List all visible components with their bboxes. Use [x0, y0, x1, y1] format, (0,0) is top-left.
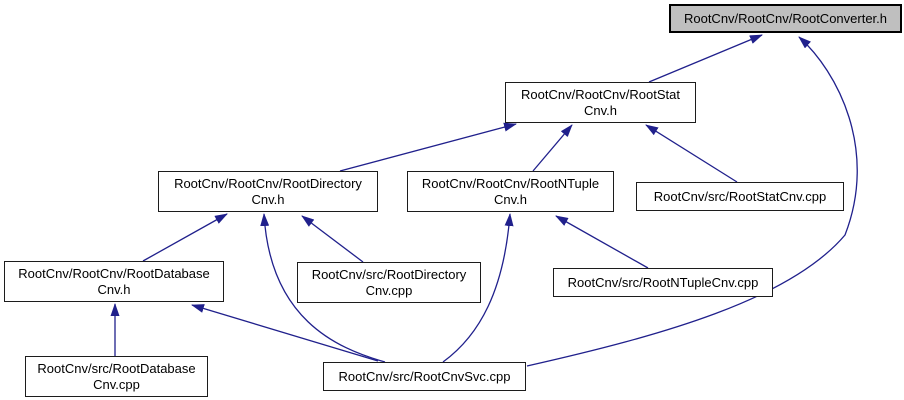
node-rootdirectorycnv-h[interactable]: RootCnv/RootCnv/RootDirectory Cnv.h	[158, 171, 378, 212]
edge-rootntuple-to-rootstat	[532, 124, 573, 172]
node-rootstatcnv-cpp[interactable]: RootCnv/src/RootStatCnv.cpp	[636, 182, 844, 211]
edge-rootdirectory-to-rootstat	[339, 122, 517, 172]
node-rootstatcnv-h[interactable]: RootCnv/RootCnv/RootStat Cnv.h	[505, 82, 696, 123]
edge-rootstatcnv-to-rootstat	[645, 124, 738, 183]
edge-rootcnvsvc-to-rootntuple	[442, 213, 514, 363]
edge-rootcnvsvc-to-rootdatabase	[191, 304, 379, 362]
edge-rootntuplecnv-to-rootntuple	[555, 215, 649, 269]
edge-rootcnvsvc-to-converter	[526, 36, 858, 367]
edge-rootcnvsvc-to-rootdirectory	[260, 213, 386, 363]
node-rootcnvsvc-cpp[interactable]: RootCnv/src/RootCnvSvc.cpp	[323, 362, 526, 391]
node-rootntuplecnv-cpp[interactable]: RootCnv/src/RootNTupleCnv.cpp	[553, 268, 773, 297]
edge-rootstat-to-converter	[648, 34, 763, 83]
node-rootdatabasecnv-h[interactable]: RootCnv/RootCnv/RootDatabase Cnv.h	[4, 261, 224, 302]
node-rootconverter-h[interactable]: RootCnv/RootCnv/RootConverter.h	[669, 4, 902, 33]
node-rootdatabasecnv-cpp[interactable]: RootCnv/src/RootDatabase Cnv.cpp	[25, 356, 208, 397]
node-rootntuplecnv-h[interactable]: RootCnv/RootCnv/RootNTuple Cnv.h	[407, 171, 614, 212]
edge-rootdirectorycnv-to-rootdirectory	[301, 215, 364, 263]
node-rootdirectorycnv-cpp[interactable]: RootCnv/src/RootDirectory Cnv.cpp	[297, 262, 481, 303]
edge-rootdatabase-to-rootdirectory	[142, 213, 228, 262]
